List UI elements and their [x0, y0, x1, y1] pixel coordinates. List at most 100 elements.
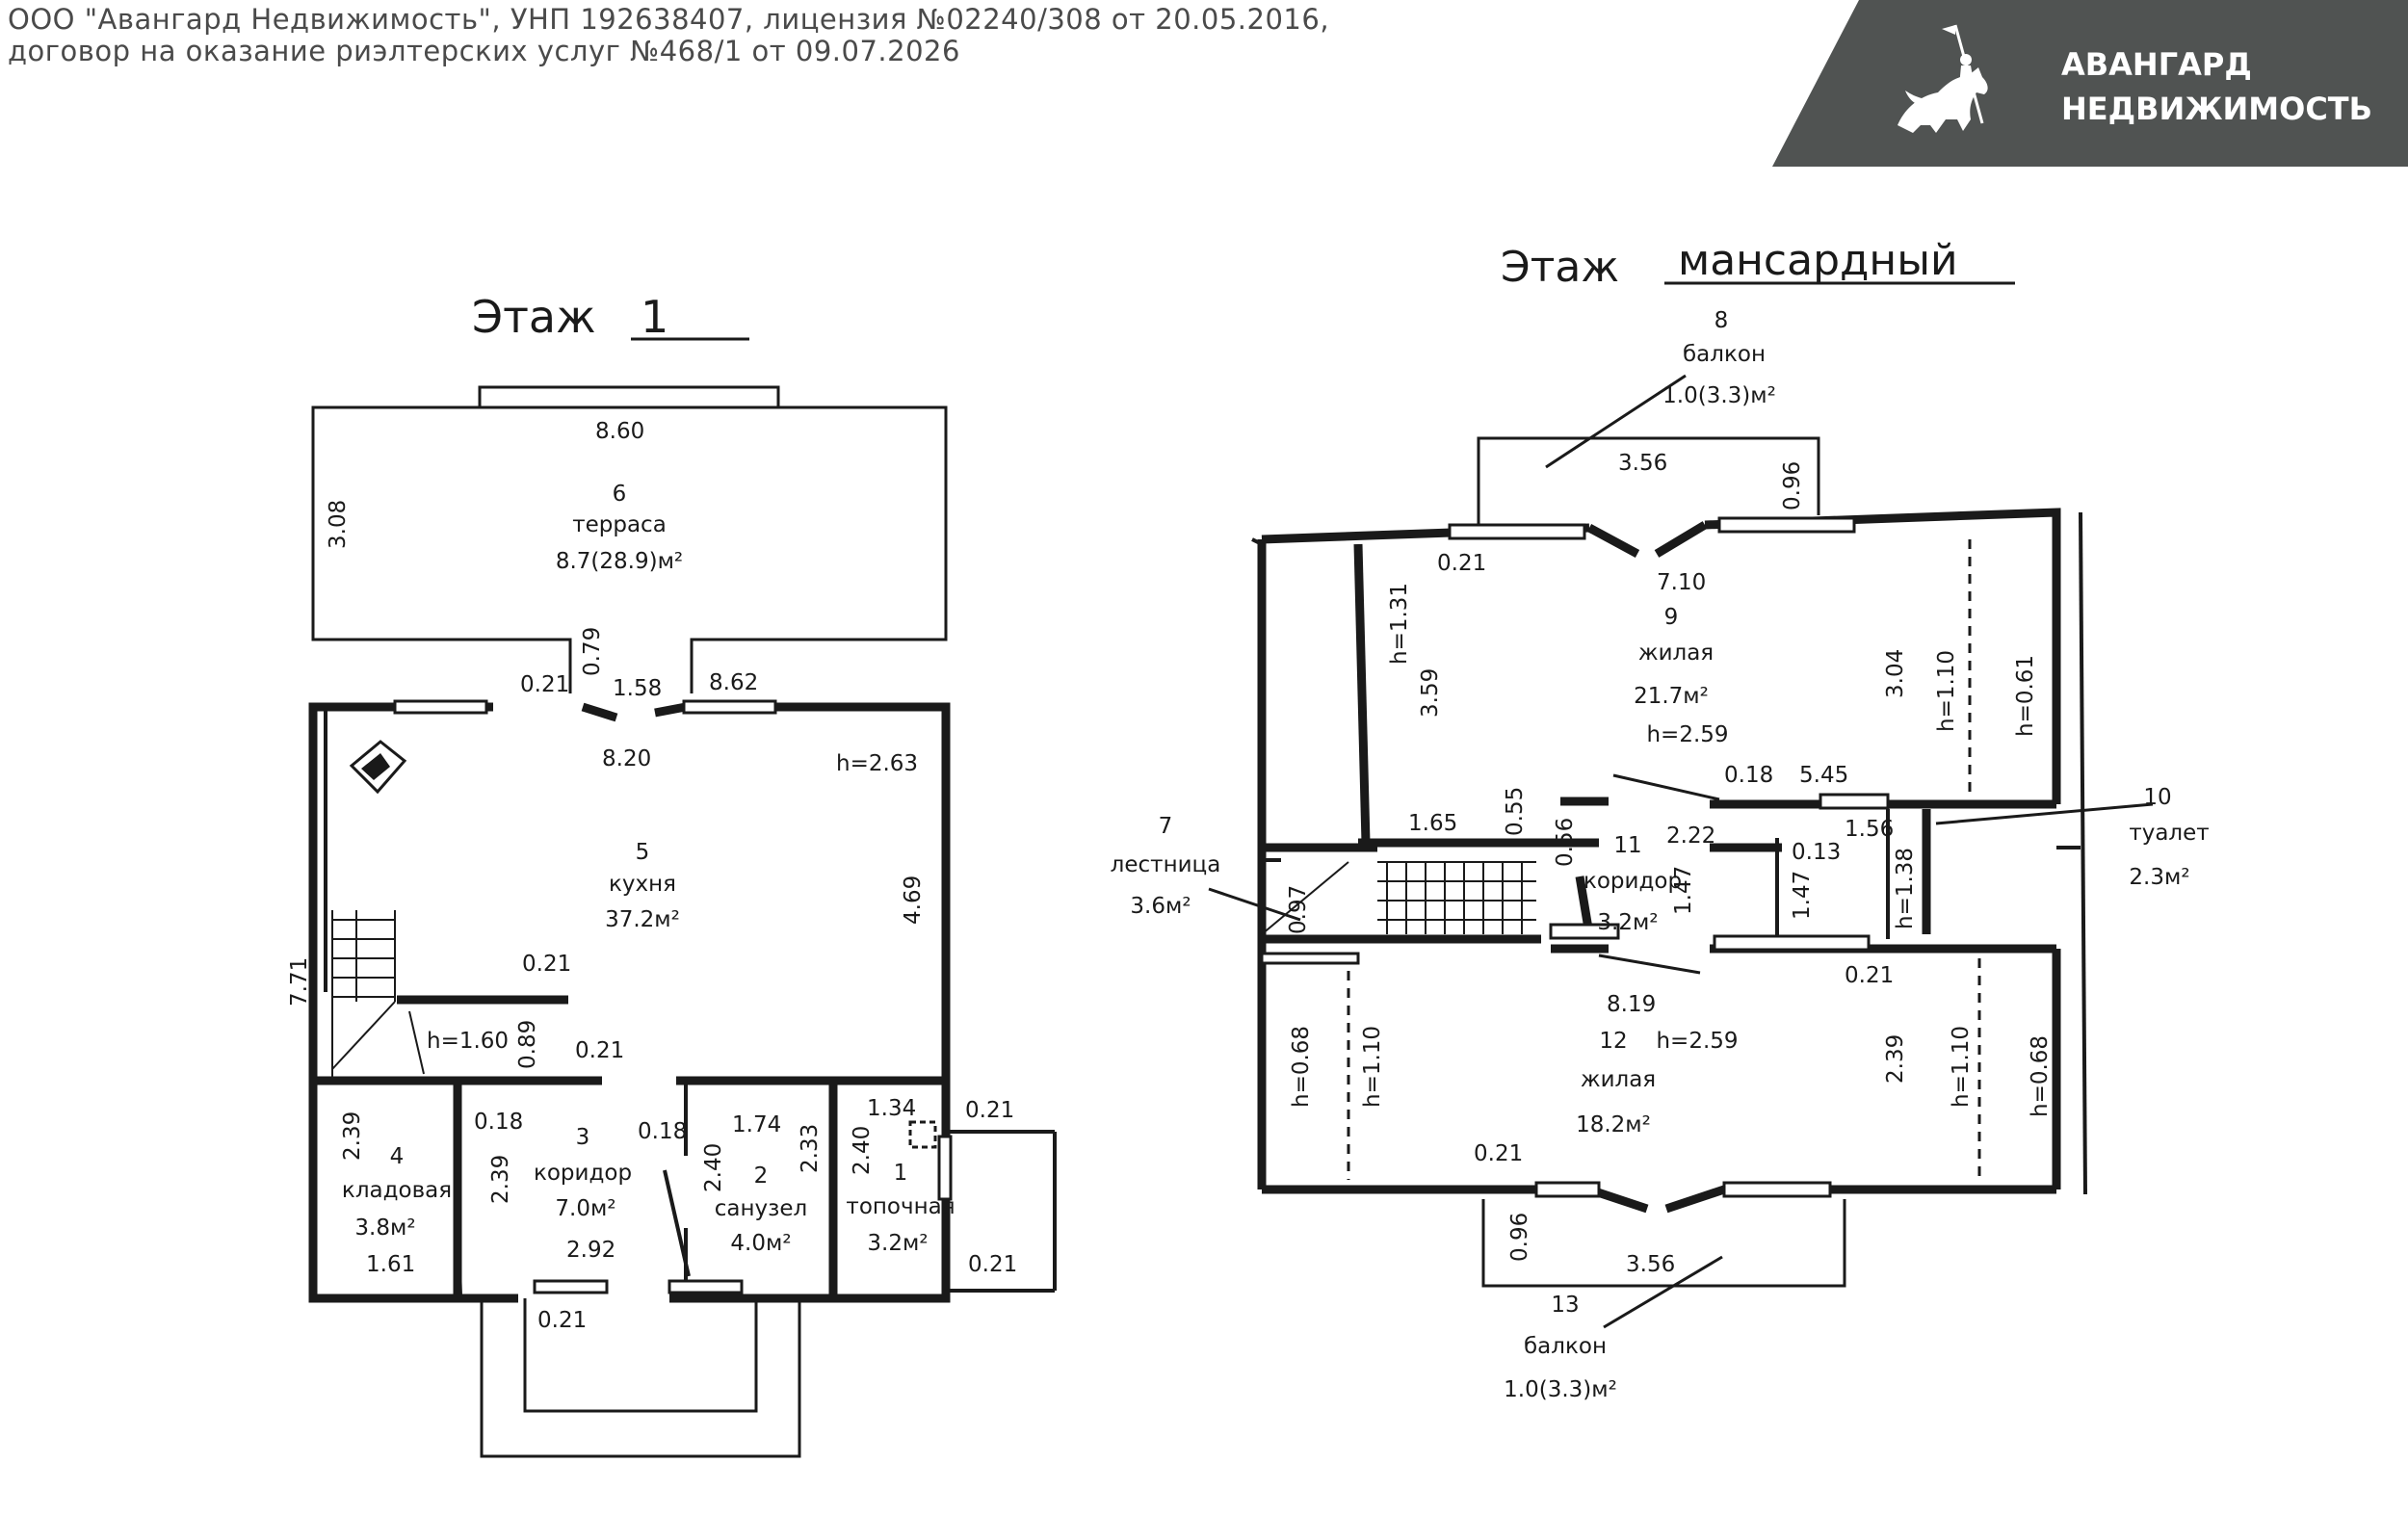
- room-name: туалет: [2129, 821, 2209, 846]
- dim-021f: 0.21: [537, 1308, 587, 1333]
- dim-156: 1.56: [1845, 817, 1894, 842]
- balcony-bottom-outline: [1481, 1199, 1846, 1329]
- attic-stairs: [1261, 861, 1536, 935]
- room-area: 3.8м²: [354, 1215, 415, 1241]
- dim-018: 0.18: [1724, 763, 1773, 788]
- room-area: 18.2м²: [1576, 1112, 1651, 1137]
- dim-018a: 0.18: [474, 1110, 523, 1135]
- room-stairs: 7 лестница 3.6м²: [1111, 814, 1221, 919]
- company-logo: АВАНГАРД НЕДВИЖИМОСТЬ: [1772, 0, 2408, 167]
- room-name: санузел: [715, 1196, 807, 1221]
- dim-820: 8.20: [602, 746, 651, 771]
- room-living-bottom: 12 h=2.59 жилая 18.2м²: [1576, 1029, 1738, 1137]
- room-number: 10: [2143, 785, 2171, 810]
- dim-h138: h=1.38: [1893, 848, 1918, 929]
- room-number: 11: [1613, 833, 1641, 858]
- room-area: 3.2м²: [867, 1231, 928, 1256]
- dim-240a: 2.40: [701, 1143, 726, 1192]
- dim-079: 0.79: [580, 627, 605, 676]
- dim-terrace-width: 8.60: [595, 419, 644, 444]
- room-height: h=2.59: [1646, 722, 1728, 747]
- dim-h110c: h=1.10: [1949, 1026, 1974, 1108]
- dim-158: 1.58: [613, 676, 662, 701]
- room-number: 1: [894, 1161, 908, 1186]
- dim-h131: h=1.31: [1387, 583, 1412, 665]
- leader-lines: [1208, 773, 2154, 975]
- dim-021a: 0.21: [1437, 551, 1486, 576]
- dim-h068b: h=0.68: [2028, 1035, 2053, 1117]
- room-area: 7.0м²: [555, 1196, 615, 1221]
- dim-819: 8.19: [1607, 992, 1656, 1017]
- room-number: 12: [1599, 1029, 1627, 1054]
- dim-013: 0.13: [1792, 840, 1841, 865]
- room-area: 2.3м²: [2129, 865, 2189, 890]
- dim-h110a: h=1.10: [1934, 650, 1959, 732]
- attic-dashed-lines: [1347, 539, 1981, 1180]
- floor-1-plan: Этаж 1: [287, 291, 1057, 1458]
- dim-292: 2.92: [566, 1238, 615, 1263]
- knight-on-horse-icon: [1898, 24, 1988, 133]
- room-name: жилая: [1638, 640, 1714, 666]
- room-area: 8.7(28.9)м²: [556, 549, 683, 574]
- attic-floor-plan: Этаж мансардный: [1111, 236, 2210, 1402]
- room-area: 1.0(3.3)м²: [1662, 383, 1776, 408]
- room-name: кухня: [609, 872, 676, 897]
- dim-771: 7.71: [287, 957, 312, 1006]
- logo-line-1: АВАНГАРД: [2061, 46, 2252, 83]
- dim-239a: 2.39: [340, 1111, 365, 1161]
- front-porch-outline: [480, 1298, 801, 1458]
- room-number: 5: [636, 840, 650, 865]
- dim-134: 1.34: [867, 1096, 916, 1121]
- room-name: балкон: [1683, 342, 1766, 367]
- room-name: топочная: [846, 1194, 955, 1219]
- dim-h263: h=2.63: [836, 751, 918, 776]
- dim-233: 2.33: [798, 1124, 823, 1173]
- room-number: 7: [1159, 814, 1173, 839]
- dim-021d: 0.21: [965, 1098, 1014, 1123]
- dim-h110b: h=1.10: [1360, 1026, 1385, 1108]
- room-area: 3.6м²: [1130, 894, 1191, 919]
- room-balcony-bottom: 13 балкон 1.0(3.3)м²: [1504, 1293, 1617, 1402]
- attic-windows: [1260, 516, 1890, 1198]
- dim-545: 5.45: [1799, 763, 1848, 788]
- room-name: жилая: [1581, 1067, 1656, 1092]
- dim-356b: 3.56: [1626, 1252, 1675, 1277]
- dim-h068a: h=0.68: [1289, 1026, 1314, 1108]
- room-balcony-top: 8 балкон 1.0(3.3)м²: [1662, 308, 1776, 408]
- dim-239: 2.39: [1883, 1034, 1908, 1084]
- dim-710: 7.10: [1657, 570, 1706, 595]
- floor-1-windows: [393, 699, 953, 1294]
- room-storage: 4 кладовая 3.8м²: [342, 1144, 452, 1241]
- room-area: 4.0м²: [730, 1231, 791, 1256]
- dim-055: 0.55: [1503, 787, 1528, 836]
- dim-147a: 1.47: [1671, 866, 1696, 915]
- floor-1-dimensions: 8.60 3.08 0.79 0.21 1.58 8.62 8.20 h=2.6…: [287, 419, 1017, 1333]
- room-name: коридор: [1584, 869, 1682, 894]
- dim-056: 0.56: [1553, 818, 1578, 867]
- attic-floor-name: мансардный: [1678, 236, 1958, 285]
- dim-240b: 2.40: [850, 1126, 875, 1175]
- dim-021e: 0.21: [968, 1252, 1017, 1277]
- logo-line-2: НЕДВИЖИМОСТЬ: [2061, 91, 2372, 127]
- room-corridor: 3 коридор 7.0м²: [534, 1125, 632, 1221]
- dim-096a: 0.96: [1780, 461, 1805, 510]
- dim-018b: 0.18: [638, 1119, 687, 1144]
- dim-097: 0.97: [1286, 885, 1311, 934]
- room-toilet: 10 туалет 2.3м²: [2129, 785, 2209, 890]
- attic-floor-title: Этаж: [1501, 243, 1619, 292]
- dim-021a: 0.21: [520, 672, 569, 697]
- room-number: 3: [576, 1125, 590, 1150]
- floor-1-title: Этаж: [472, 291, 596, 343]
- company-info-line-1: ООО "Авангард Недвижимость", УНП 1926384…: [8, 3, 1330, 36]
- room-terrace: 6 терраса 8.7(28.9)м²: [556, 482, 683, 574]
- dim-terrace-height: 3.08: [326, 500, 351, 549]
- room-area: 1.0(3.3)м²: [1504, 1377, 1617, 1402]
- room-number: 4: [390, 1144, 405, 1169]
- boiler-icon: [908, 1120, 937, 1149]
- attic-dimensions: 3.56 0.96 0.21 7.10 h=1.31 3.59 3.04 h=1…: [1286, 451, 2053, 1277]
- dim-174: 1.74: [732, 1112, 781, 1137]
- stove-icon: [349, 740, 407, 795]
- balcony-top-outline: [1477, 374, 1820, 525]
- dim-021c: 0.21: [575, 1038, 624, 1063]
